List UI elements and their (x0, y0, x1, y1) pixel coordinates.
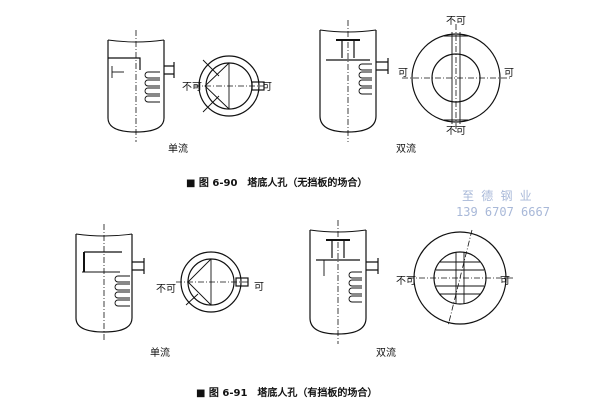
fig90-double-no-top: 不可 (446, 16, 466, 27)
fig91-left-label: 单流 (150, 346, 170, 359)
fig91-double-ok: 可 (500, 276, 510, 287)
fig90-double-ok-right: 可 (504, 68, 514, 79)
fig90-single-no: 不可 (182, 82, 202, 93)
watermark-company: 至 德 钢 业 (462, 188, 532, 203)
fig91-single-tower (75, 224, 145, 342)
fig90-single-tower (107, 30, 175, 142)
fig90-right-label: 双流 (396, 142, 416, 155)
fig91-double-plan (408, 229, 514, 327)
fig91-double-tower (309, 220, 379, 344)
fig91-single-no: 不可 (156, 284, 176, 295)
fig90-double-plan (402, 24, 512, 132)
fig91-caption: ■ 图 6-91 塔底人孔（有挡板的场合） (196, 386, 377, 399)
fig91-single-ok: 可 (254, 282, 264, 293)
fig90-double-no-bottom: 不可 (446, 126, 466, 137)
fig91-double-no: 不可 (396, 276, 416, 287)
fig90-caption: ■ 图 6-90 塔底人孔（无挡板的场合） (186, 176, 367, 189)
fig91-single-plan (176, 251, 249, 313)
fig90-double-ok-left: 可 (398, 68, 408, 79)
fig90-single-plan (194, 55, 265, 117)
fig90-double-tower (319, 20, 389, 142)
watermark-phone: 139 6707 6667 (456, 205, 550, 219)
fig90-single-ok: 可 (262, 82, 272, 93)
fig91-right-label: 双流 (376, 346, 396, 359)
fig90-left-label: 单流 (168, 142, 188, 155)
